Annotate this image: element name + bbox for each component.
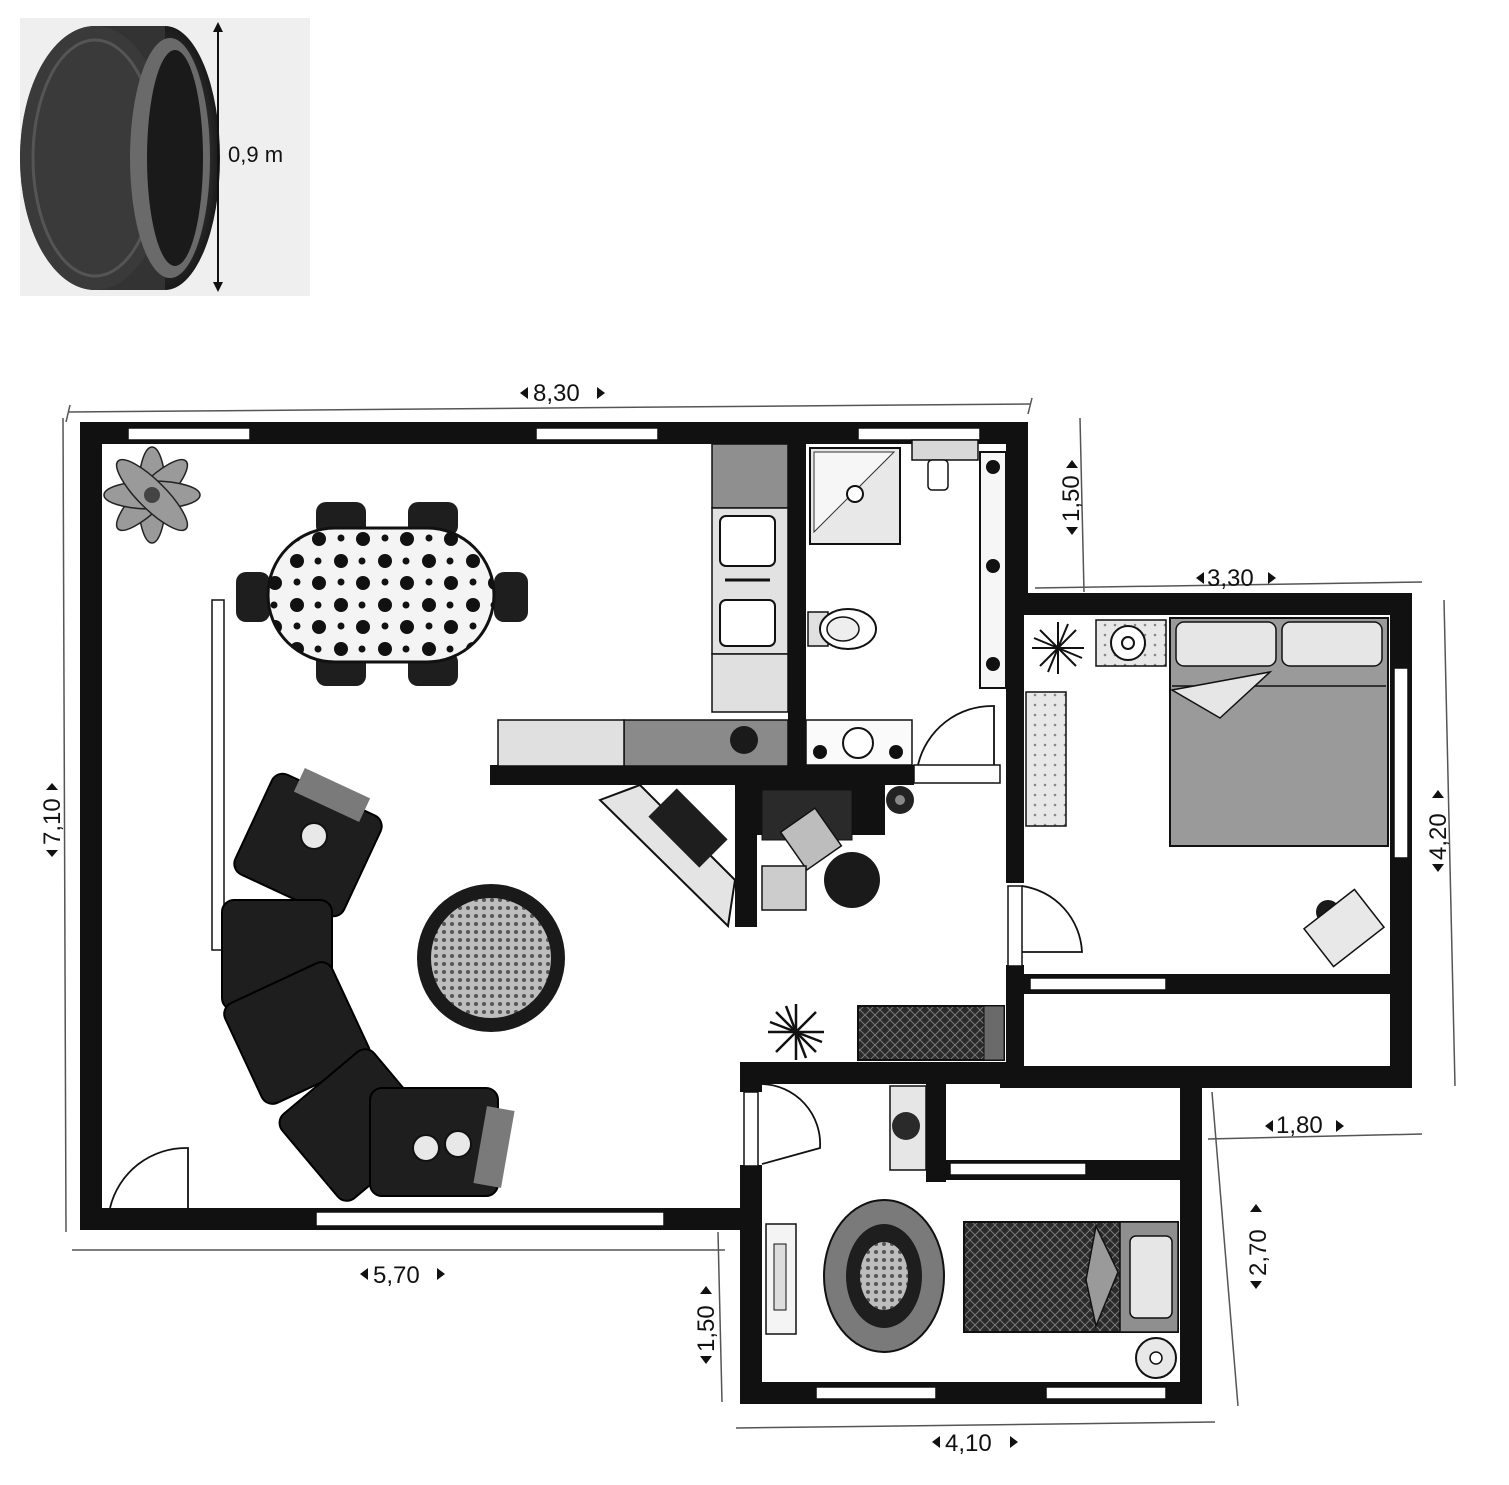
dim-bottom-left-width: 5,70 [373, 1262, 420, 1289]
dim-bath-height: 1,50 [1058, 475, 1085, 522]
bath-cabinet [979, 451, 1007, 689]
dim-top-width: 8,30 [533, 380, 580, 407]
plant-icon [103, 446, 201, 544]
wardrobe [1025, 691, 1067, 827]
bench [857, 1005, 1005, 1061]
round-rug [417, 884, 565, 1032]
lamp-icon [300, 822, 328, 850]
dresser [889, 1085, 927, 1171]
nightstand [1095, 619, 1167, 667]
tire-height-label: 0,9 m [228, 142, 283, 167]
single-bed [963, 1221, 1179, 1333]
bedroom-desk [1302, 888, 1386, 968]
toilet [807, 608, 877, 650]
walls [80, 422, 1412, 1404]
tv-stand [598, 783, 737, 929]
windows [127, 427, 1409, 1400]
dim-child-room-width: 4,10 [945, 1430, 992, 1457]
plant-icon [1032, 622, 1084, 674]
desk [761, 786, 914, 911]
dim-bedroom-height: 4,20 [1425, 813, 1452, 860]
tire-icon [20, 18, 310, 296]
double-bed [1169, 617, 1389, 847]
dim-left-height: 7,10 [39, 798, 66, 845]
shower [809, 447, 901, 545]
dining-table [236, 502, 528, 686]
dim-bedroom-width: 3,30 [1207, 565, 1254, 592]
dim-lower-left-height: 1,50 [693, 1305, 720, 1352]
dim-hall-width: 1,80 [1276, 1112, 1323, 1139]
bath-sink [805, 719, 913, 766]
dim-child-room-height: 2,70 [1245, 1229, 1272, 1276]
kitchen-counter [497, 443, 789, 767]
oval-rug [823, 1199, 945, 1353]
lamp-icon [412, 1134, 440, 1162]
plant-icon [768, 1004, 824, 1060]
stool [1135, 1337, 1177, 1379]
child-desk [765, 1223, 797, 1335]
doors [109, 705, 1083, 1209]
lamp-icon [444, 1130, 472, 1158]
